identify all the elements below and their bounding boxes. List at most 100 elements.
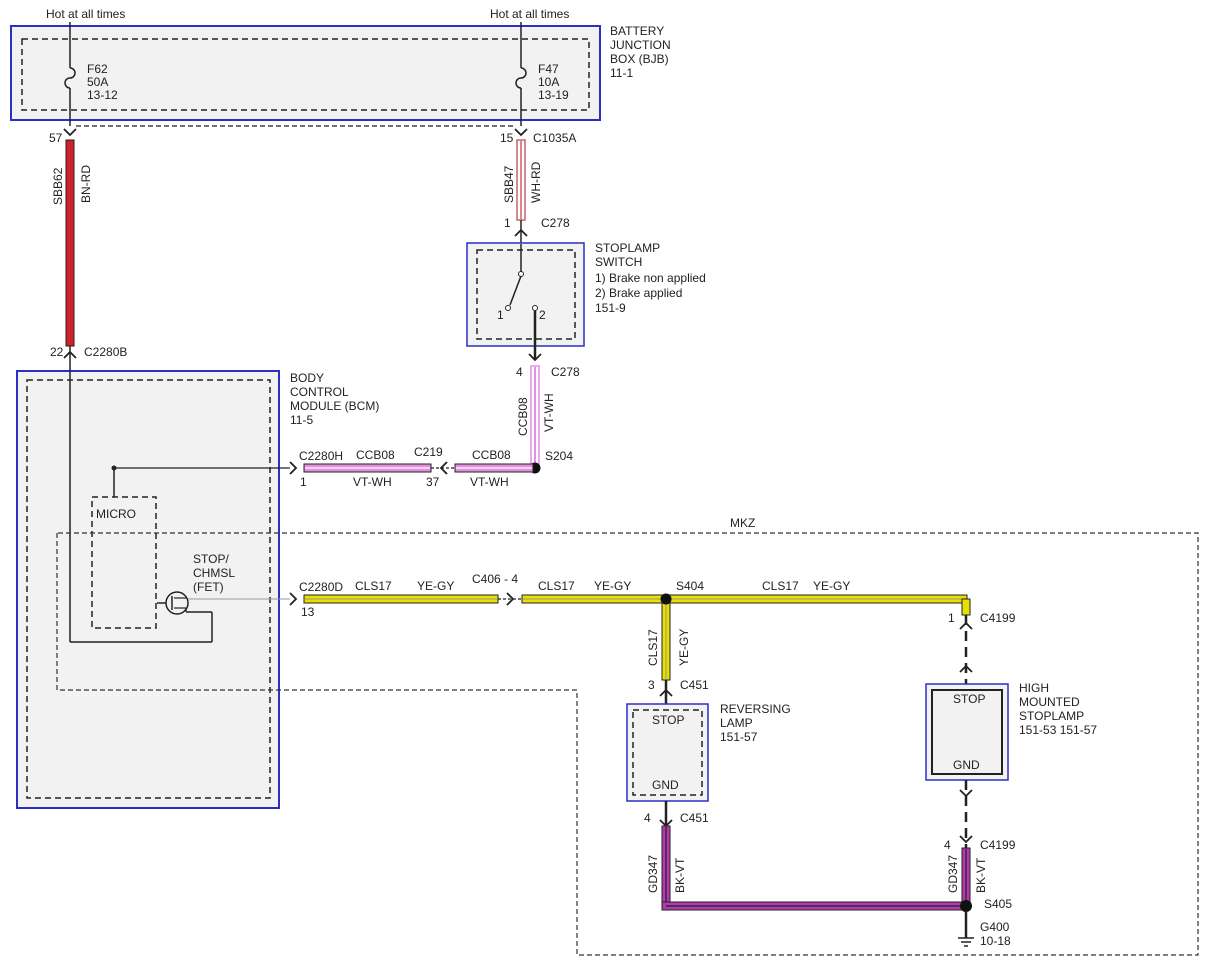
pin-1-c2280h-label: 1: [300, 475, 307, 489]
fuse-f62-icon: [64, 22, 76, 126]
bcm-title-line1: BODY: [290, 371, 324, 385]
bjb-title-line3: BOX (BJB): [610, 52, 669, 66]
pin-4-c451-label: 4: [644, 811, 651, 825]
fuse-f47-rating: 10A: [538, 75, 559, 89]
connector-c4199-bottom-icon: [959, 835, 973, 844]
wire-ccb08-vertical-color: VT-WH: [542, 393, 556, 432]
stoplamp-switch-title-line2: SWITCH: [595, 255, 642, 269]
switch-pivot-icon: [518, 271, 524, 277]
connector-c451-top-label: C451: [680, 678, 709, 692]
pin-37-label: 37: [426, 475, 440, 489]
connector-c2280h-icon: [289, 461, 298, 475]
fuse-f62-rating: 50A: [87, 75, 108, 89]
connector-c2280b-label: C2280B: [84, 345, 127, 359]
pin-1-c278-label: 1: [504, 216, 511, 230]
micro-label: MICRO: [96, 507, 136, 521]
ground-g400-icon: [958, 937, 974, 947]
connector-c278-bottom-icon: [528, 353, 542, 362]
connector-c406-label: C406 - 4: [472, 572, 518, 586]
stoplamp-switch-border: [466, 242, 585, 347]
wire-sbb47-circuit: SBB47: [502, 165, 516, 203]
bcm-title-line3: MODULE (BCM): [290, 399, 379, 413]
reversing-lamp-title-line2: LAMP: [720, 716, 753, 730]
hmsl-ref: 151-53 151-57: [1019, 723, 1097, 737]
wire-sbb62-color: BN-RD: [79, 165, 93, 203]
stoplamp-switch-inner-dashed: [476, 249, 576, 340]
stoplamp-switch-title-line1: STOPLAMP: [595, 241, 660, 255]
bcm-inner-dashed: [26, 379, 271, 799]
wire-gd347-b-circuit: GD347: [946, 855, 960, 893]
pin-13-label: 13: [301, 605, 315, 619]
fuse-f47-id: F47: [538, 62, 559, 76]
hmsl-border: [925, 683, 1009, 781]
wire-ccb08-b-circuit: CCB08: [472, 448, 511, 462]
reversing-lamp-border: [626, 703, 709, 802]
fet-label-line1: STOP/: [193, 552, 229, 566]
connector-c4199-bottom-label: C4199: [980, 838, 1016, 852]
pin-4-c4199-label: 4: [944, 838, 951, 852]
mkz-region-dashed: [56, 532, 1199, 956]
reversing-lamp: STOP GND REVERSING LAMP 151-57: [626, 702, 791, 802]
bcm-ref: 11-5: [290, 413, 313, 427]
wire-sbb47-color: WH-RD: [529, 161, 543, 203]
connector-c2280d-label: C2280D: [299, 580, 343, 594]
pin-4-c278-label: 4: [516, 365, 523, 379]
switch-pos-2: 2: [539, 308, 546, 322]
battery-junction-box: BATTERY JUNCTION BOX (BJB) 11-1 F62 50A …: [10, 24, 671, 121]
connector-c2280h-label: C2280H: [299, 449, 343, 463]
reversing-lamp-stop: STOP: [652, 713, 684, 727]
pin-1-c4199-label: 1: [948, 611, 955, 625]
switch-contact-2-icon: [532, 305, 538, 311]
bjb-title-line2: JUNCTION: [610, 38, 671, 52]
pin-22-label: 22: [50, 345, 64, 359]
wire-cls17-a-circuit: CLS17: [355, 579, 392, 593]
stoplamp-switch-state1: 1) Brake non applied: [595, 271, 706, 285]
connector-57-icon: [63, 128, 77, 137]
reversing-lamp-gnd: GND: [652, 778, 679, 792]
supply-label-left: Hot at all times: [46, 7, 125, 21]
reversing-lamp-ref: 151-57: [720, 730, 758, 744]
switch-pos-1: 1: [497, 308, 504, 322]
pin-3-c451-label: 3: [648, 678, 655, 692]
hmsl-gnd: GND: [953, 758, 980, 772]
hmsl-title-line2: MOUNTED: [1019, 695, 1080, 709]
connector-c451-bottom-label: C451: [680, 811, 709, 825]
connector-c1035a-label: C1035A: [533, 131, 576, 145]
wire-ccb08-a-color: VT-WH: [353, 475, 392, 489]
wire-ccb08-b-color: VT-WH: [470, 475, 509, 489]
fuse-f47-ref: 13-19: [538, 88, 569, 102]
stoplamp-switch-state2: 2) Brake applied: [595, 286, 682, 300]
micro-block: [91, 496, 157, 629]
wire-gd347-a-color: BK-VT: [673, 857, 687, 893]
wire-ccb08-vertical-circuit: CCB08: [516, 397, 530, 436]
connector-c406-icon: [506, 592, 515, 606]
connector-c278-bottom-label: C278: [551, 365, 580, 379]
fuse-f62-ref: 13-12: [87, 88, 118, 102]
ground-g400-label: G400: [980, 920, 1010, 934]
bjb-title-line1: BATTERY: [610, 24, 664, 38]
wire-cls17-vertical-circuit: CLS17: [646, 629, 660, 666]
wire-ccb08-a-circuit: CCB08: [356, 448, 395, 462]
reversing-lamp-title-line1: REVERSING: [720, 702, 791, 716]
bjb-inner-dashed: [21, 38, 590, 111]
splice-s204-label: S204: [545, 449, 573, 463]
connector-15-icon: [514, 128, 528, 137]
wire-sbb62-circuit: SBB62: [51, 167, 65, 205]
wire-cls17-vertical-color: YE-GY: [677, 629, 691, 666]
fet-label-line2: CHMSL: [193, 566, 235, 580]
wire-gd347-a-circuit: GD347: [646, 855, 660, 893]
stoplamp-switch-ref: 151-9: [595, 301, 626, 315]
splice-s404-icon: [660, 593, 672, 605]
wire-cls17-b-color: YE-GY: [594, 579, 631, 593]
switch-blade-icon: [509, 275, 522, 306]
fuse-f47-icon: [515, 22, 527, 126]
splice-s405-label: S405: [984, 897, 1012, 911]
hmsl-title-line3: STOPLAMP: [1019, 709, 1084, 723]
stoplamp-switch: 1 2 STOPLAMP SWITCH 1) Brake non applied…: [466, 241, 706, 347]
bjb-border: [10, 25, 601, 121]
ground-g400-ref: 10-18: [980, 934, 1011, 948]
switch-contact-1-icon: [505, 305, 511, 311]
connector-c219-label: C219: [414, 445, 443, 459]
mkz-label: MKZ: [730, 516, 755, 530]
